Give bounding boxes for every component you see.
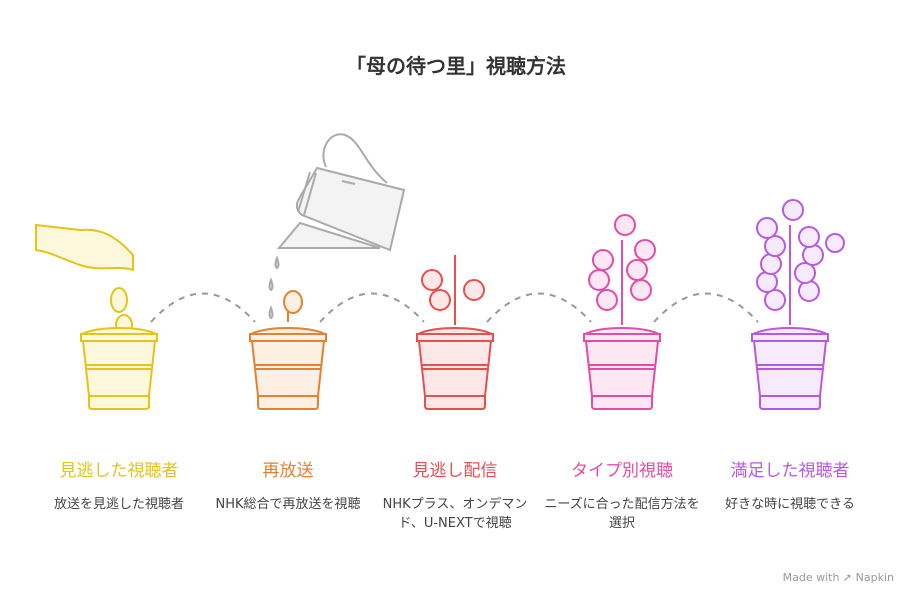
step-description: ニーズに合った配信方法を選択 [544,497,700,531]
dashed-arc-connector [150,292,256,323]
dashed-arc-connector [319,292,425,323]
flowers-icon [751,199,845,410]
step-1: 見逃した視聴者放送を見逃した視聴者 [39,456,199,514]
step-5: 満足した視聴者好きな時に視聴できる [710,456,870,514]
flower-icon [583,214,661,410]
dashed-arc-connector [486,292,592,323]
step-heading: 見逃し配信 [412,461,498,481]
step-heading: 満足した視聴者 [730,461,850,481]
step-4: タイプ別視聴ニーズに合った配信方法を選択 [542,456,702,533]
hand-seeds-icon [35,223,158,410]
step-3: 見逃し配信 NHKプラス、オンデマンド、U-NEXTで視聴 [375,456,535,533]
napkin-brand: Made with ➚ Napkin [782,571,894,584]
watering-can-icon [268,133,406,320]
step-description: 放送を見逃した視聴者 [53,497,184,512]
step-heading: 再放送 [262,461,314,481]
dashed-arc-connector [653,292,759,323]
sprout-icon [249,290,327,410]
page-title: 「母の待つ里」視聴方法 [346,54,566,78]
step-description: NHK総合で再放送を視聴 [215,497,361,512]
step-heading: タイプ別視聴 [571,461,673,481]
step-heading: 見逃した視聴者 [59,461,179,481]
step-description: 好きな時に視聴できる [725,497,855,512]
step-description: NHKプラス、オンデマンド、U-NEXTで視聴 [382,497,528,531]
step-2: 再放送 NHK総合で再放送を視聴 [208,456,368,514]
plant-icon [416,255,494,410]
